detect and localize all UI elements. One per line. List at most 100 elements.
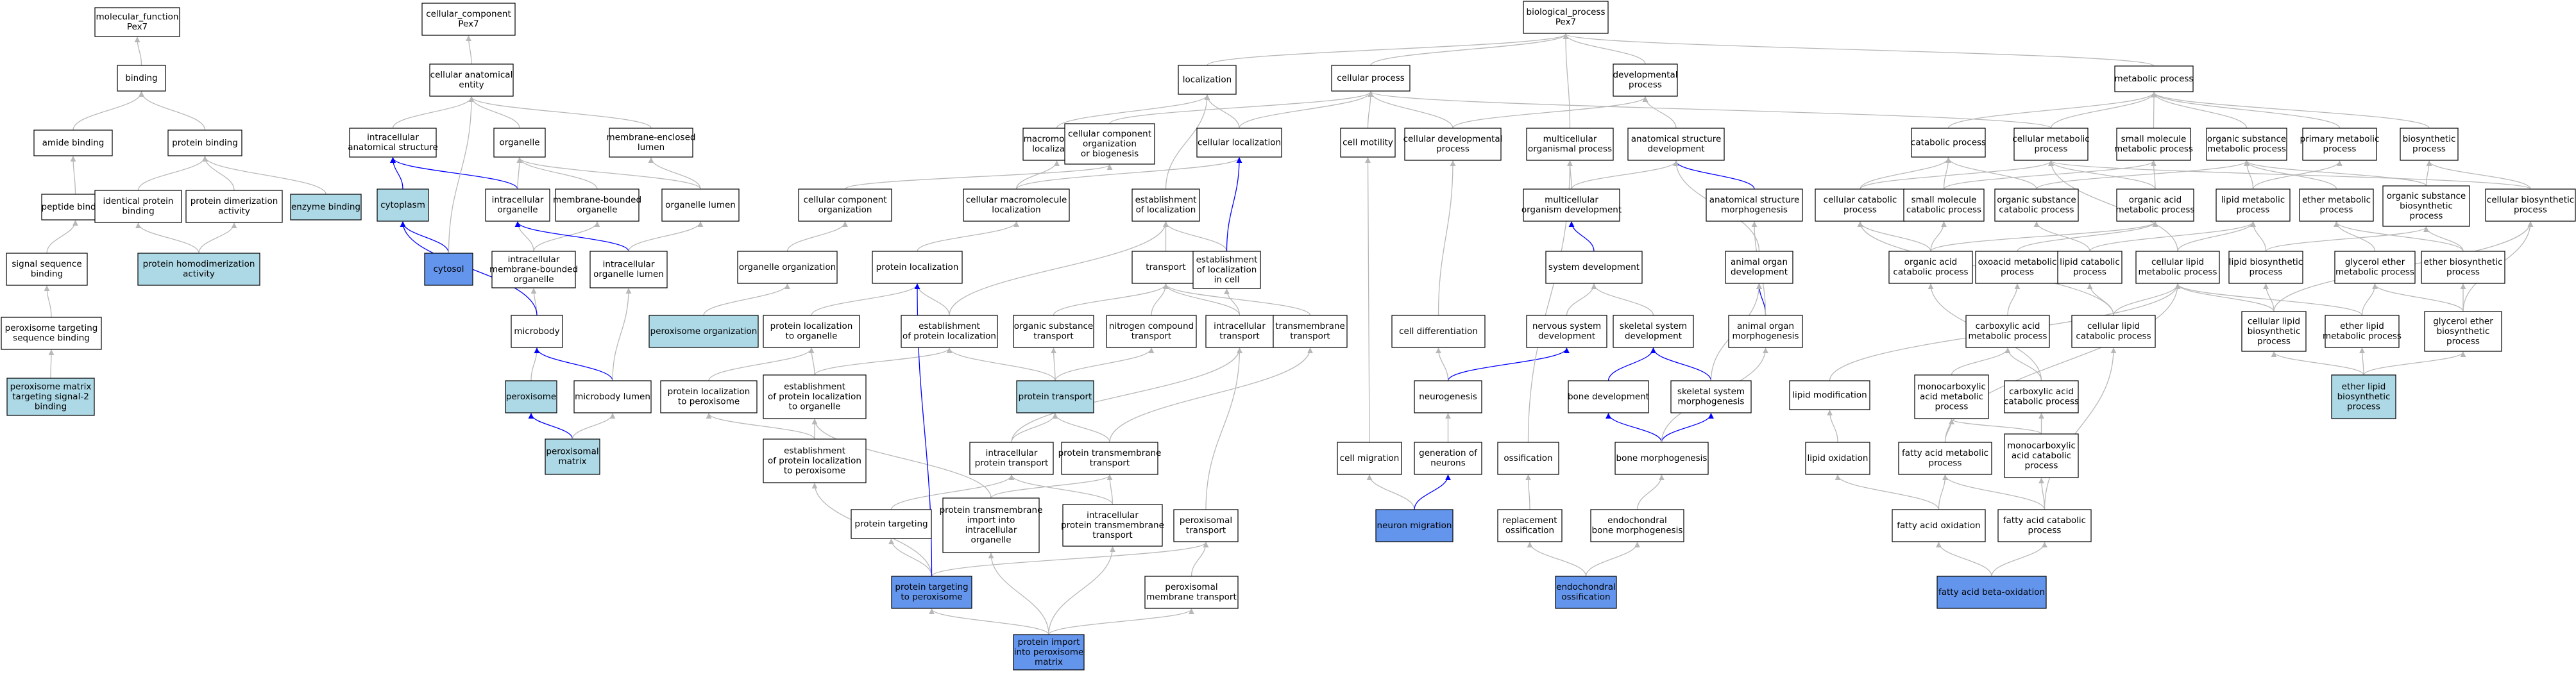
term-node-fatty-acid-oxidation[interactable]: fatty acid oxidation xyxy=(1892,509,1986,542)
term-node-transport[interactable]: transport xyxy=(1131,251,1200,284)
term-node-enzyme-binding[interactable]: enzyme binding xyxy=(290,194,362,221)
term-node-microbody[interactable]: microbody xyxy=(511,315,563,348)
term-node-protein-binding[interactable]: protein binding xyxy=(167,129,242,156)
term-node-cell-motility[interactable]: cell motility xyxy=(1340,128,1396,158)
term-node-cell-migration[interactable]: cell migration xyxy=(1337,442,1402,475)
term-node-cellular-localization[interactable]: cellular localization xyxy=(1196,128,1282,158)
term-node-fatty-acid-beta-oxidation[interactable]: fatty acid beta-oxidation xyxy=(1936,576,2047,609)
term-node-microbody-lumen[interactable]: microbody lumen xyxy=(573,380,652,413)
term-node-cytosol[interactable]: cytosol xyxy=(424,253,473,286)
term-node-organelle-lumen[interactable]: organelle lumen xyxy=(661,188,740,222)
term-node-ossification[interactable]: ossification xyxy=(1497,442,1559,475)
term-node-protein-localization[interactable]: protein localization xyxy=(872,251,963,284)
term-node-lipid-oxidation[interactable]: lipid oxidation xyxy=(1805,442,1870,475)
term-node-amide-binding[interactable]: amide binding xyxy=(33,129,113,156)
term-node-neuron-migration[interactable]: neuron migration xyxy=(1375,509,1453,542)
term-node-localization[interactable]: localization xyxy=(1178,65,1237,95)
term-node-binding[interactable]: binding xyxy=(117,65,166,92)
term-node-bone-development[interactable]: bone development xyxy=(1568,380,1649,413)
term-node-neurogenesis[interactable]: neurogenesis xyxy=(1414,380,1482,413)
term-node-lipid-modification[interactable]: lipid modification xyxy=(1789,380,1870,410)
term-node-protein-targeting[interactable]: protein targeting xyxy=(851,509,932,539)
term-node-protein-transport[interactable]: protein transport xyxy=(1016,380,1094,413)
term-node-cellular-process[interactable]: cellular process xyxy=(1331,65,1411,92)
term-node-cytoplasm[interactable]: cytoplasm xyxy=(377,188,429,222)
term-node-cell-differentiation[interactable]: cell differentiation xyxy=(1391,315,1486,348)
term-node-peroxisome[interactable]: peroxisome xyxy=(505,380,557,413)
